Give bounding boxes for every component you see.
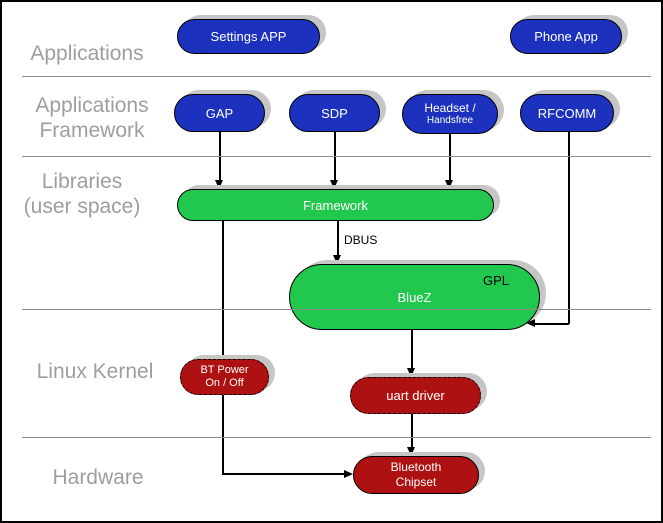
node-bluetooth-chipset: Bluetooth Chipset [353, 456, 479, 494]
node-rfcomm-label: RFCOMM [537, 105, 597, 121]
arrowhead-bluez-uart [407, 368, 415, 377]
layer-label-hardware: Hardware [18, 465, 178, 490]
layer-label-applications-framework: Applications Framework [12, 93, 172, 143]
edge-rfcomm-bluez-horizontal [535, 323, 569, 325]
layer-label-applications: Applications [12, 41, 162, 66]
node-gap-label: GAP [205, 105, 234, 121]
arrowhead-dbus-bluez [333, 255, 341, 264]
node-rfcomm: RFCOMM [520, 94, 614, 132]
node-phone-app-label: Phone App [534, 29, 598, 44]
gpl-badge: GPL [482, 273, 509, 288]
node-headset-label-line2: Handsfree [426, 115, 474, 126]
node-bluetooth-chipset-label-line2: Chipset [395, 475, 437, 489]
edge-framework-bluez-dbus [337, 221, 339, 264]
arrowhead-headset-framework [445, 180, 453, 189]
edge-bluez-uart [411, 330, 413, 377]
arrowhead-sdp-framework [330, 180, 338, 189]
layer-label-linux-kernel: Linux Kernel [15, 359, 175, 384]
node-headset-handsfree: Headset / Handsfree [402, 94, 498, 134]
edge-uart-chipset [411, 414, 413, 456]
layer-label-libraries: Libraries (user space) [2, 169, 162, 219]
node-bluez: GPL BlueZ [289, 264, 540, 330]
divider-framework [22, 156, 651, 157]
divider-libraries [22, 309, 651, 310]
edge-btpower-chipset-horizontal [222, 473, 346, 475]
node-bt-power: BT Power On / Off [180, 359, 269, 395]
node-settings-app: Settings APP [177, 19, 320, 54]
edge-headset-framework [449, 134, 451, 189]
node-framework: Framework [177, 189, 494, 221]
node-gap: GAP [174, 94, 265, 132]
node-bluez-label: BlueZ [397, 289, 432, 305]
layer-label-linux-kernel-text: Linux Kernel [36, 360, 154, 383]
layer-label-libraries-line2: (user space) [23, 195, 141, 218]
layer-label-applications-framework-line1: Applications [35, 94, 149, 117]
dbus-edge-label: DBUS [344, 233, 378, 247]
node-headset-label-line1: Headset / [424, 101, 476, 115]
edge-framework-btpower-vertical [222, 221, 224, 474]
node-uart-driver-label: uart driver [386, 388, 445, 403]
node-bt-power-label-line1: BT Power [200, 364, 249, 376]
arrowhead-uart-chipset [407, 447, 415, 456]
node-settings-app-label: Settings APP [210, 29, 287, 44]
layer-label-applications-framework-line2: Framework [39, 119, 145, 142]
layer-label-applications-text: Applications [30, 42, 144, 65]
node-sdp: SDP [289, 94, 380, 132]
node-uart-driver: uart driver [350, 377, 481, 414]
arrowhead-gap-framework [215, 180, 223, 189]
divider-applications [22, 76, 651, 77]
arrowhead-btpower-chipset [344, 470, 353, 478]
divider-kernel [22, 437, 651, 438]
node-bluetooth-chipset-label-line1: Bluetooth [390, 460, 442, 474]
layer-label-hardware-text: Hardware [52, 466, 144, 489]
node-sdp-label: SDP [321, 105, 348, 121]
edge-rfcomm-bluez-vertical [568, 132, 570, 324]
layer-label-libraries-line1: Libraries [41, 170, 123, 193]
node-phone-app: Phone App [510, 19, 622, 54]
edge-sdp-framework [334, 132, 336, 189]
arrowhead-rfcomm-bluez [526, 319, 535, 327]
node-framework-label: Framework [302, 197, 368, 213]
edge-gap-framework [219, 132, 221, 189]
node-bt-power-label-line2: On / Off [205, 377, 244, 389]
